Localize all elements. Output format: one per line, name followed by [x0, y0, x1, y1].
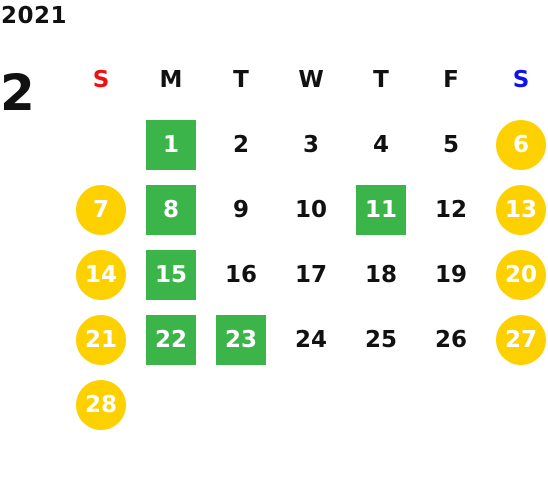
- day-cell[interactable]: 7: [66, 185, 136, 235]
- day-number: 2: [232, 132, 249, 158]
- day-number: 6: [496, 120, 546, 170]
- day-number: 18: [364, 262, 397, 288]
- day-cell[interactable]: 11: [346, 185, 416, 235]
- day-cell[interactable]: 9: [206, 188, 276, 232]
- day-cell[interactable]: 17: [276, 253, 346, 297]
- day-cell[interactable]: 5: [416, 123, 486, 167]
- day-number: 20: [496, 250, 546, 300]
- day-number: 21: [76, 315, 126, 365]
- day-number: 10: [294, 197, 327, 223]
- day-number: 12: [434, 197, 467, 223]
- weekday-label: F: [443, 67, 459, 93]
- weekday-label: S: [92, 67, 110, 93]
- day-cell[interactable]: 28: [66, 380, 136, 430]
- day-number: 14: [76, 250, 126, 300]
- day-cell[interactable]: 4: [346, 123, 416, 167]
- day-cell[interactable]: 6: [486, 120, 548, 170]
- day-number: 11: [356, 185, 406, 235]
- day-cell: [346, 383, 416, 427]
- day-cell: [486, 383, 548, 427]
- day-number: 9: [232, 197, 249, 223]
- day-cell: [276, 383, 346, 427]
- day-cell[interactable]: 10: [276, 188, 346, 232]
- month-label: 2: [0, 64, 35, 122]
- week-row: 28: [66, 380, 548, 430]
- day-cell[interactable]: 2: [206, 123, 276, 167]
- day-cell[interactable]: 1: [136, 120, 206, 170]
- day-cell[interactable]: 14: [66, 250, 136, 300]
- day-cell[interactable]: 23: [206, 315, 276, 365]
- weekday-label: T: [373, 67, 389, 93]
- day-number: 15: [146, 250, 196, 300]
- day-cell[interactable]: 25: [346, 318, 416, 362]
- day-cell: [66, 123, 136, 167]
- day-number: 16: [224, 262, 257, 288]
- day-cell: [416, 383, 486, 427]
- day-number: 4: [372, 132, 389, 158]
- day-cell[interactable]: 18: [346, 253, 416, 297]
- day-number: 27: [496, 315, 546, 365]
- day-number: 8: [146, 185, 196, 235]
- day-cell[interactable]: 26: [416, 318, 486, 362]
- day-cell[interactable]: 20: [486, 250, 548, 300]
- day-cell[interactable]: 16: [206, 253, 276, 297]
- day-cell: [206, 383, 276, 427]
- day-cell[interactable]: 15: [136, 250, 206, 300]
- day-cell[interactable]: 21: [66, 315, 136, 365]
- day-cell: [136, 383, 206, 427]
- day-number: 5: [442, 132, 459, 158]
- day-number: 1: [146, 120, 196, 170]
- day-cell[interactable]: 8: [136, 185, 206, 235]
- day-cell[interactable]: 19: [416, 253, 486, 297]
- weekday-label: T: [233, 67, 249, 93]
- day-number: 7: [76, 185, 126, 235]
- day-number: 24: [294, 327, 327, 353]
- day-number: 22: [146, 315, 196, 365]
- day-number: 13: [496, 185, 546, 235]
- day-number: 3: [302, 132, 319, 158]
- day-cell[interactable]: 13: [486, 185, 548, 235]
- day-number: 19: [434, 262, 467, 288]
- weekday-label: S: [512, 67, 530, 93]
- week-row: 1 2 3 4 5 6: [66, 120, 548, 170]
- day-cell[interactable]: 24: [276, 318, 346, 362]
- day-cell[interactable]: 27: [486, 315, 548, 365]
- day-number: 17: [294, 262, 327, 288]
- day-number: 25: [364, 327, 397, 353]
- day-number: 26: [434, 327, 467, 353]
- weekday-label: M: [159, 67, 183, 93]
- weekday-label: W: [298, 67, 324, 93]
- week-row: 21 22 23 24 25 26 27: [66, 315, 548, 365]
- year-label: 2021: [1, 3, 68, 29]
- day-cell[interactable]: 3: [276, 123, 346, 167]
- day-cell[interactable]: 22: [136, 315, 206, 365]
- day-number: 28: [76, 380, 126, 430]
- day-number: 23: [216, 315, 266, 365]
- week-row: 14 15 16 17 18 19 20: [66, 250, 548, 300]
- day-cell[interactable]: 12: [416, 188, 486, 232]
